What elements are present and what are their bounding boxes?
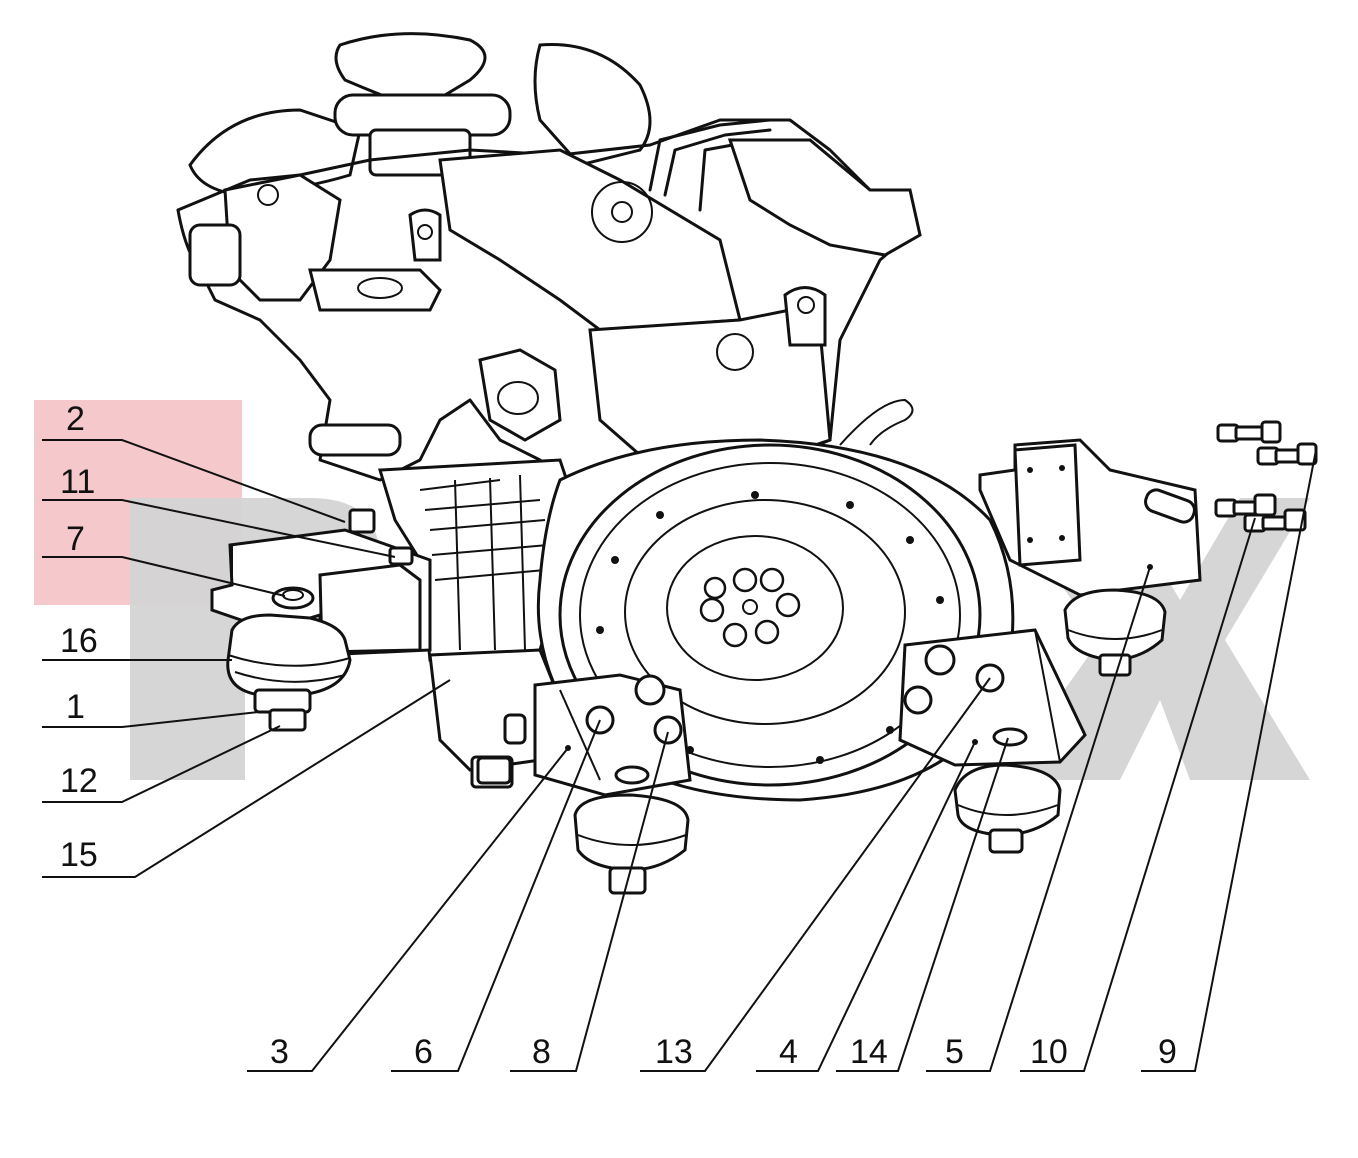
- callout-10: 10: [1030, 1033, 1068, 1071]
- leader-lines: [42, 439, 1317, 1072]
- callout-16: 16: [60, 622, 98, 660]
- callout-12: 12: [60, 762, 98, 800]
- callout-2: 2: [66, 400, 85, 438]
- callout-3: 3: [270, 1033, 289, 1071]
- callouts-bottom: 3 6 8 13 4 14 5 10 9: [270, 1033, 1177, 1071]
- callout-11: 11: [60, 463, 95, 501]
- callout-7: 7: [66, 520, 85, 558]
- callout-9: 9: [1158, 1033, 1177, 1071]
- callouts-left: 2 11 7 16 1 12 15: [60, 400, 98, 874]
- callout-4: 4: [779, 1033, 798, 1071]
- callout-8: 8: [532, 1033, 551, 1071]
- callout-14: 14: [850, 1033, 888, 1071]
- mounts-drawing: [210, 420, 1318, 895]
- callout-6: 6: [414, 1033, 433, 1071]
- callout-13: 13: [655, 1033, 693, 1071]
- callout-5: 5: [945, 1033, 964, 1071]
- callout-1: 1: [66, 688, 85, 726]
- callout-15: 15: [60, 836, 98, 874]
- engine-drawing: [176, 32, 1015, 802]
